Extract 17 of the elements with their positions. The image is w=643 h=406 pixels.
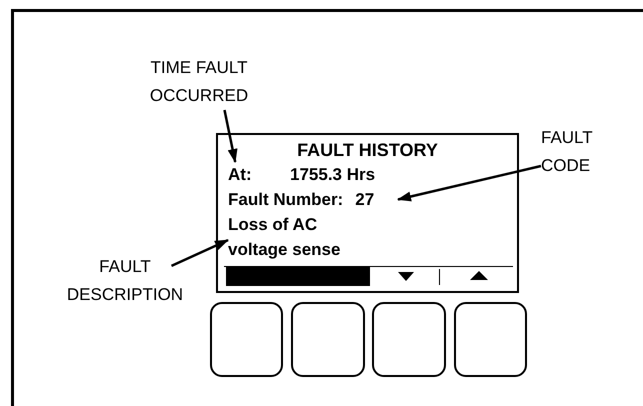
leader-arrow — [170, 238, 229, 268]
leader-arrow — [397, 164, 542, 202]
callout-label: TIME FAULT OCCURRED — [150, 58, 248, 105]
callout-label: FAULT CODE — [541, 128, 592, 175]
keypad-button — [454, 302, 527, 377]
screen-text: 1755.3 Hrs — [290, 164, 376, 186]
display-screen — [216, 133, 519, 293]
callout-label: FAULT DESCRIPTION — [66, 257, 184, 304]
screen-text: 27 — [355, 189, 374, 211]
keypad-button — [210, 302, 283, 377]
screen-title: FAULT HISTORY — [297, 140, 438, 160]
keypad-button — [372, 302, 446, 377]
screen-text: Loss of AC voltage sense — [228, 214, 342, 261]
leader-arrow — [223, 110, 238, 163]
screen-text: Fault Number: — [228, 189, 344, 211]
keypad-button — [291, 302, 365, 377]
screen-text: At: — [228, 164, 253, 186]
